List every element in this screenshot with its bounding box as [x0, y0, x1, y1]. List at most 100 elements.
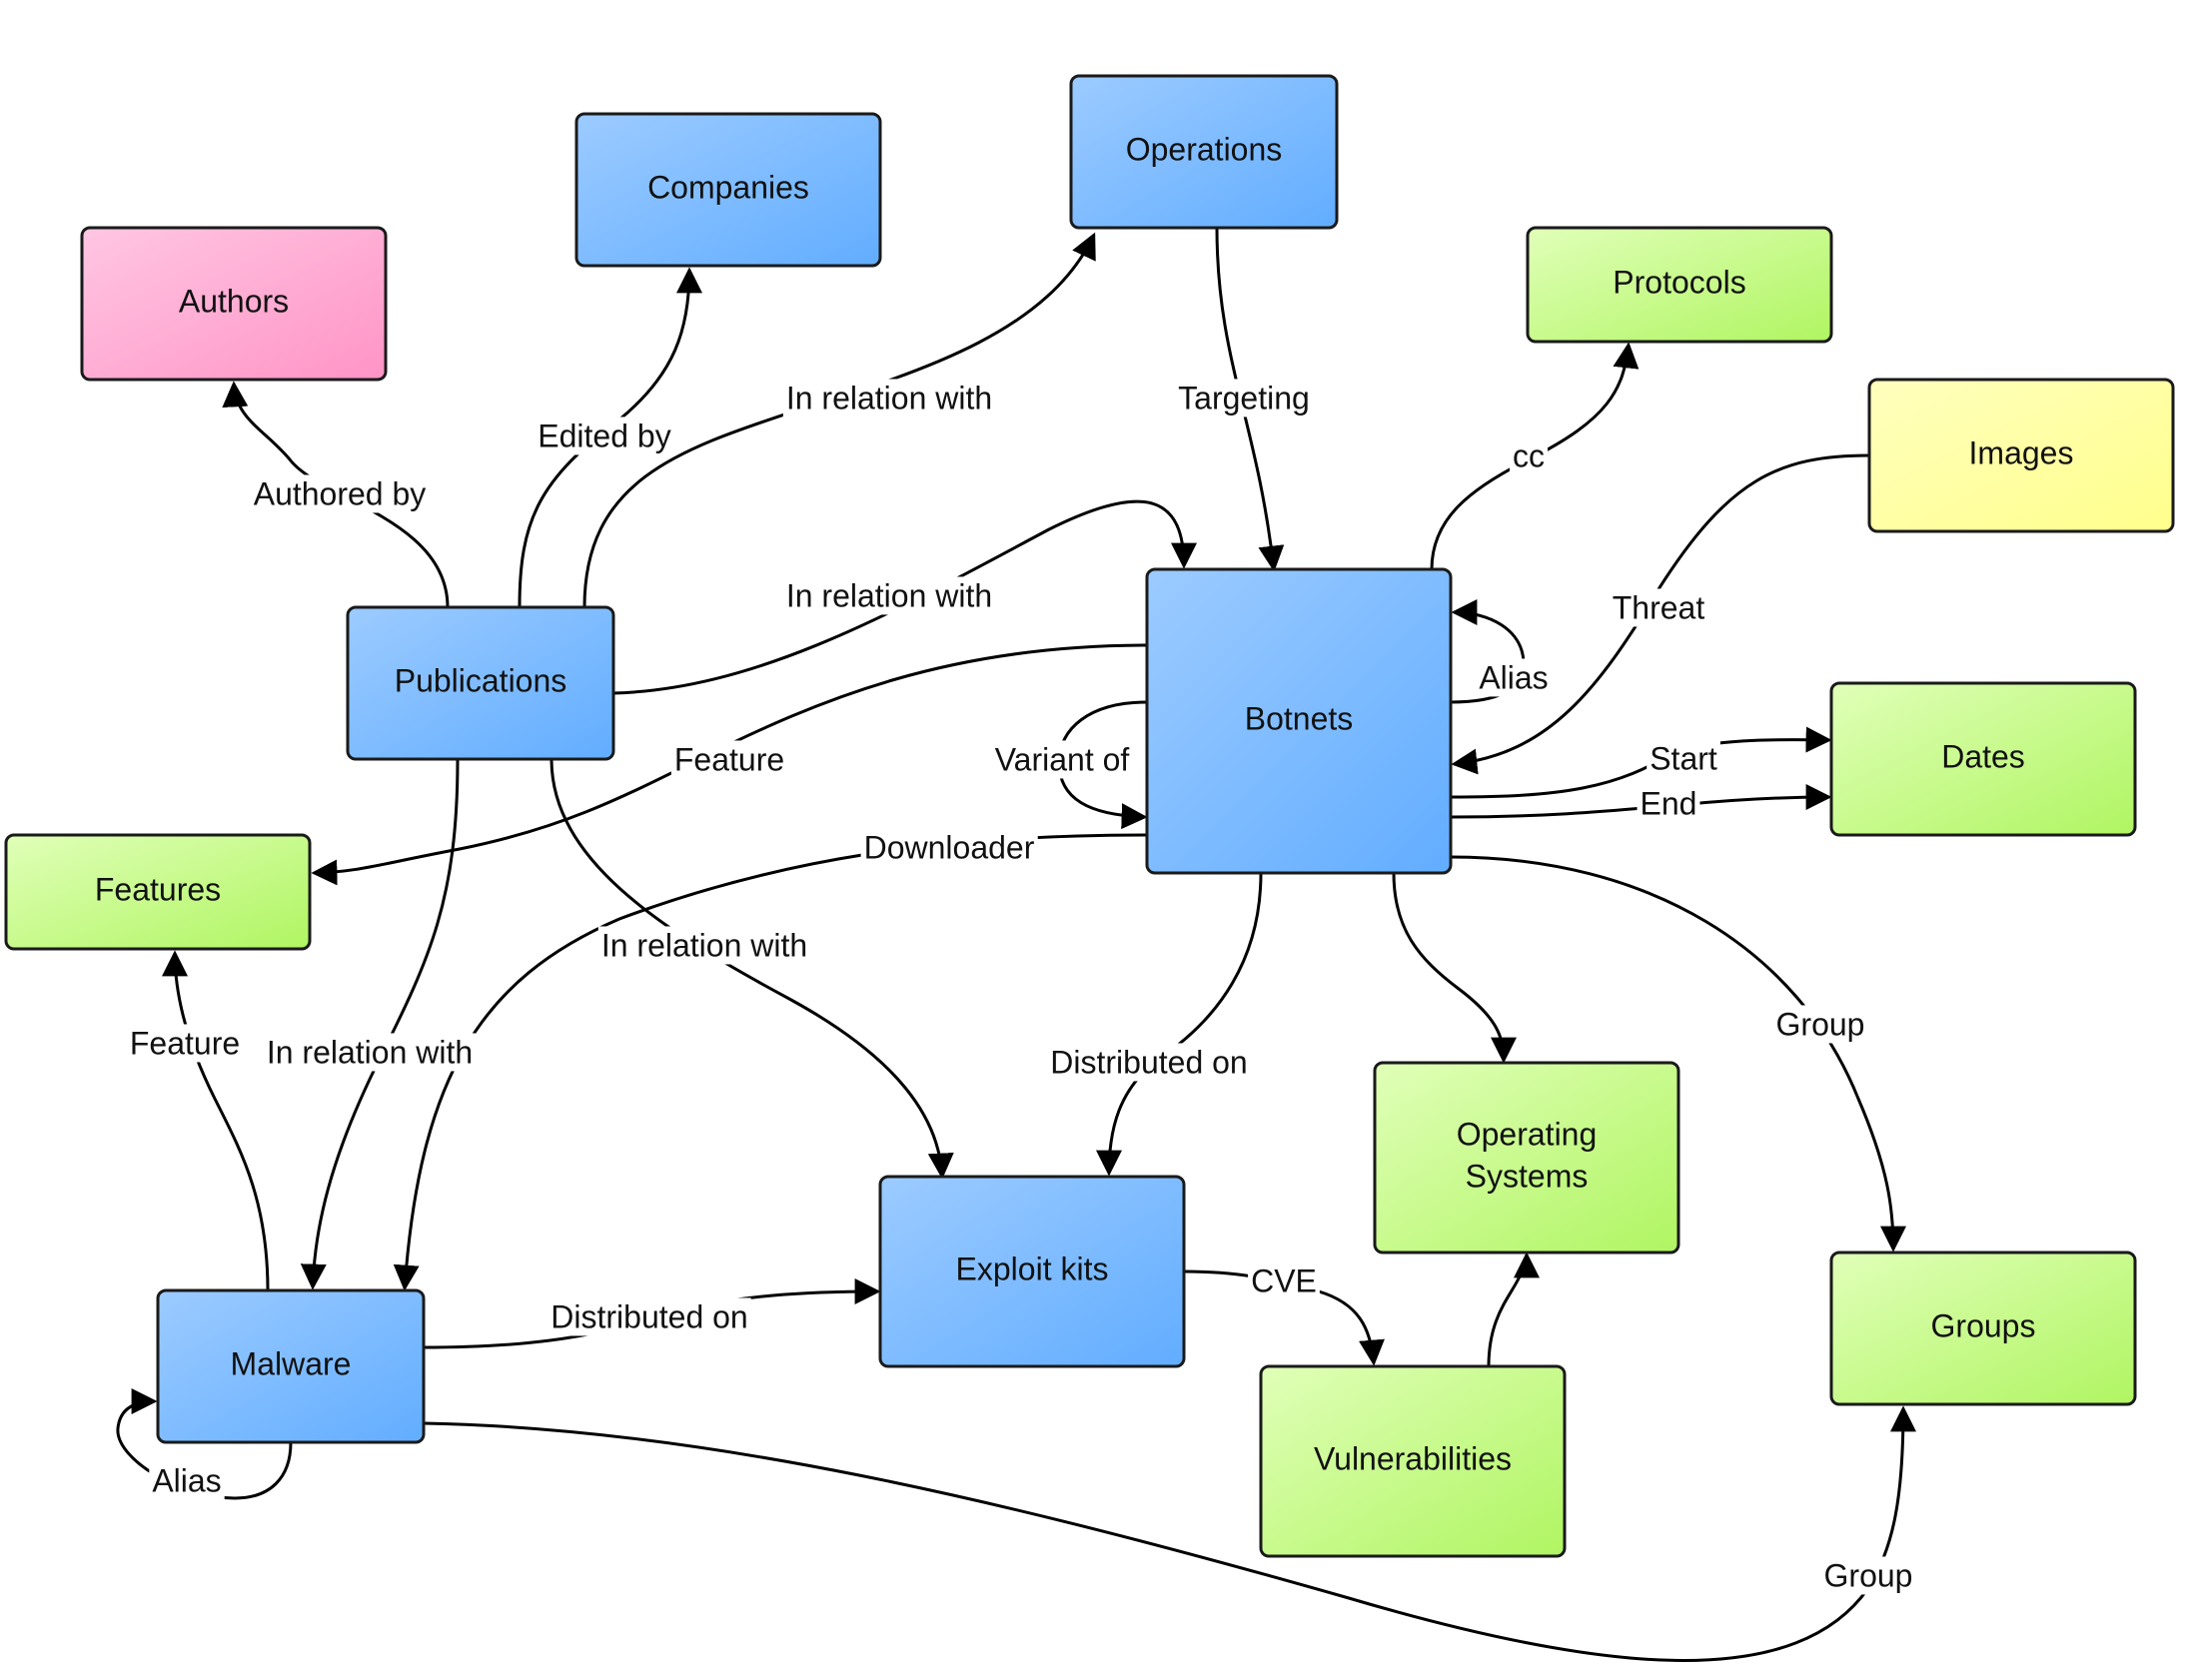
edge-label-bg-pub-rel-malware: [263, 1033, 477, 1072]
edge-label-text-malware-distributed: Distributed on: [550, 1298, 747, 1334]
edge-label-start: Start: [1647, 739, 1720, 778]
edge-line-pub-rel-malware: [300, 758, 460, 1290]
edge-label-bg-botnet-distributed: [1047, 1043, 1251, 1082]
edge-label-malware-distributed: Distributed on: [548, 1297, 751, 1336]
nodes: Authors Companies OperationsProtocolsImage…: [4, 74, 2175, 1558]
edge-label-bg-malware-distributed: [548, 1297, 751, 1336]
node-box-images: [1867, 378, 2175, 533]
node-operations: Operations: [1069, 74, 1339, 230]
edge-label-text-malware-feature: Feature: [130, 1025, 240, 1061]
node-box-publications: [346, 605, 615, 761]
edge-malware-feature: [162, 950, 270, 1291]
edge-label-bg-malware-feature: [126, 1024, 244, 1063]
node-box-malware: [156, 1288, 426, 1444]
edge-label-bg-cc: [1510, 436, 1548, 475]
edge-label-bg-malware-group: [1820, 1556, 1916, 1595]
node-exploit-kits: Exploit kits: [878, 1175, 1186, 1368]
node-label-malware: Malware: [231, 1345, 352, 1381]
edge-line-malware-group: [423, 1405, 1916, 1662]
node-label-companies: Companies: [647, 169, 809, 205]
edge-pub-rel-botnets: [612, 499, 1197, 695]
node-label-images: Images: [1969, 434, 2074, 470]
node-box-protocols: [1526, 226, 1833, 344]
edge-label-bg-malware-alias: [149, 1461, 225, 1500]
edge-line-pub-rel-exploit: [550, 758, 954, 1180]
node-authors: Authors: [80, 226, 388, 382]
node-label-authors: Authors: [179, 283, 289, 319]
edge-label-text-malware-alias: Alias: [152, 1462, 221, 1498]
edge-botnet-os: [1392, 872, 1517, 1064]
edge-label-bg-botnet-group: [1772, 1005, 1868, 1044]
edge-line-botnet-distributed: [1096, 872, 1263, 1177]
edge-botnet-distributed: [1096, 872, 1263, 1177]
edge-botnet-feature: [311, 643, 1148, 886]
edge-label-botnet-feature: Feature: [670, 740, 788, 779]
edge-label-pub-rel-malware: In relation with: [263, 1033, 477, 1072]
edge-label-edited-by: Edited by: [535, 417, 674, 455]
edge-label-text-malware-group: Group: [1824, 1557, 1913, 1593]
edge-label-bg-cve: [1248, 1261, 1320, 1300]
node-box-features: [4, 833, 312, 951]
edge-label-bg-edited-by: [535, 417, 674, 455]
edge-label-bg-authored-by: [250, 474, 430, 513]
node-botnets: Botnets: [1145, 567, 1453, 875]
node-label-groups: Groups: [1931, 1307, 2036, 1343]
node-box-operations: [1069, 74, 1339, 230]
edge-label-text-variant-of: Variant of: [995, 741, 1130, 777]
edge-label-threat: Threat: [1609, 588, 1708, 627]
edge-label-text-authored-by: Authored by: [254, 475, 427, 511]
edge-label-text-start: Start: [1650, 740, 1717, 776]
edge-line-vuln-os: [1487, 1252, 1540, 1367]
edge-label-text-botnet-feature: Feature: [674, 741, 784, 777]
edge-label-malware-feature: Feature: [126, 1024, 244, 1063]
node-protocols: Protocols: [1526, 226, 1833, 344]
node-box-exploit-kits: [878, 1175, 1186, 1368]
node-label-operations: Operations: [1126, 131, 1283, 167]
edge-label-text-cc: cc: [1513, 437, 1545, 473]
edge-label-text-threat: Threat: [1613, 589, 1705, 625]
edge-label-text-downloader: Downloader: [864, 829, 1035, 865]
edge-label-malware-alias: Alias: [149, 1461, 225, 1500]
node-label-operating-systems-1: Systems: [1466, 1158, 1589, 1194]
edge-label-bg-downloader: [860, 828, 1038, 867]
edge-label-bg-end: [1637, 784, 1700, 823]
edge-label-pub-rel-exploit: In relation with: [597, 926, 811, 965]
node-malware: Malware: [156, 1288, 426, 1444]
edge-label-bg-targeting: [1175, 379, 1313, 418]
edge-line-malware-feature: [162, 950, 270, 1291]
node-companies: Companies: [574, 112, 882, 268]
edge-label-bg-pub-rel-exploit: [597, 926, 811, 965]
edge-label-bg-botnet-feature: [670, 740, 788, 779]
edge-label-text-pub-rel-exploit: In relation with: [601, 927, 807, 963]
edge-label-text-pub-rel-botnets: In relation with: [786, 577, 992, 613]
edge-label-downloader: Downloader: [860, 828, 1038, 867]
edge-malware-group: [423, 1405, 1916, 1662]
edge-vuln-os: [1487, 1252, 1540, 1367]
edge-label-targeting: Targeting: [1175, 379, 1313, 418]
edge-label-pub-rel-botnets: In relation with: [782, 576, 996, 615]
edge-label-bg-start: [1647, 739, 1720, 778]
edge-label-end: End: [1637, 784, 1700, 823]
node-box-authors: [80, 226, 388, 382]
edge-label-authored-by: Authored by: [250, 474, 430, 513]
edge-label-text-cve: CVE: [1251, 1262, 1317, 1298]
edge-line-authored-by: [222, 381, 450, 608]
edge-label-bg-pub-rel-operations: [782, 379, 996, 418]
node-box-vulnerabilities: [1259, 1364, 1567, 1558]
edge-label-bg-pub-rel-botnets: [782, 576, 996, 615]
node-features: Features: [4, 833, 312, 951]
edge-label-text-botnet-distributed: Distributed on: [1050, 1044, 1247, 1080]
node-box-operating-systems: [1373, 1061, 1680, 1255]
node-vulnerabilities: Vulnerabilities: [1259, 1364, 1567, 1558]
edge-label-text-pub-rel-malware: In relation with: [267, 1034, 473, 1070]
node-label-dates: Dates: [1941, 738, 2025, 774]
edge-label-botnet-group: Group: [1772, 1005, 1868, 1044]
node-publications: Publications: [346, 605, 615, 761]
edges: [116, 227, 1916, 1662]
node-groups: Groups: [1829, 1251, 2137, 1406]
edge-label-bg-botnet-alias: [1476, 658, 1552, 697]
edge-authored-by: [222, 381, 450, 608]
edge-label-text-pub-rel-operations: In relation with: [786, 380, 992, 416]
edge-labels: Authored by Edited by In relation with Targ…: [126, 379, 1916, 1595]
